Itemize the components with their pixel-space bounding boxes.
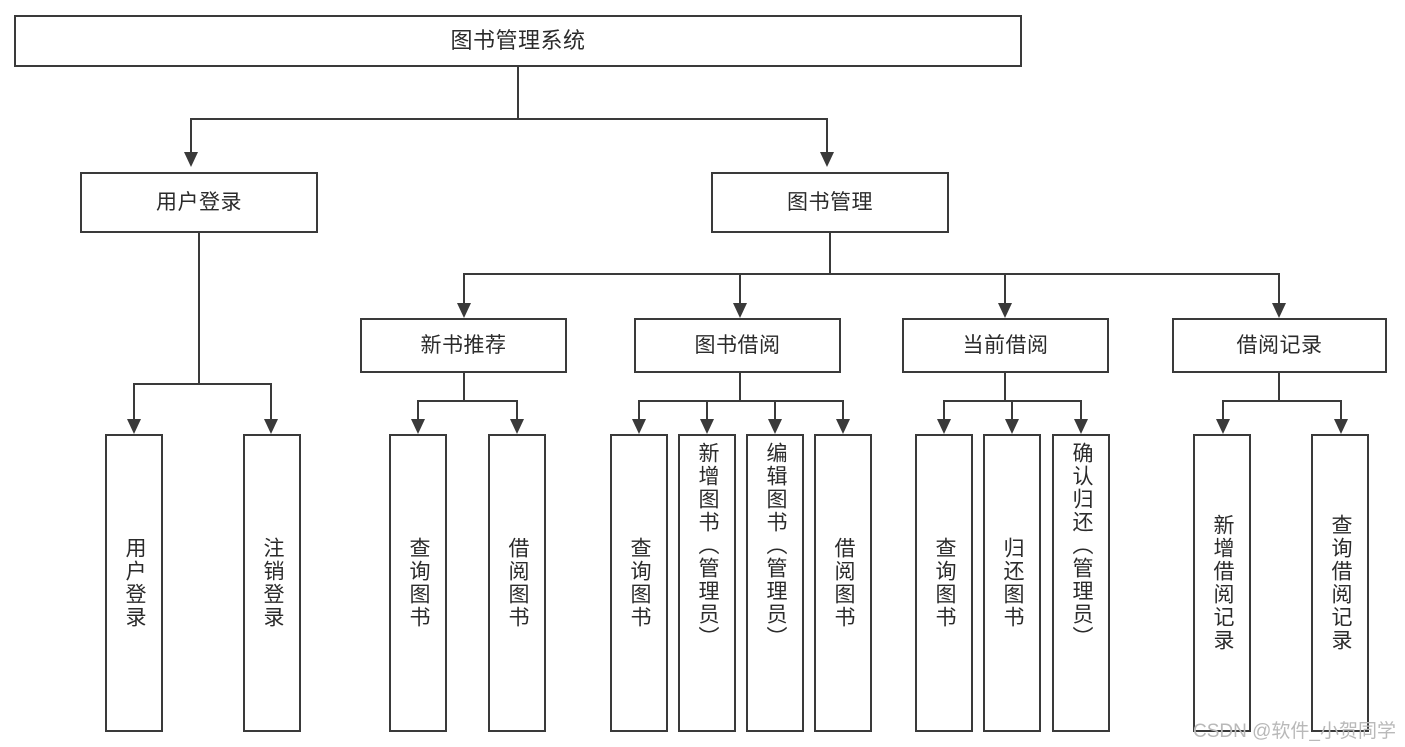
node-label: 图书借阅 xyxy=(694,333,781,357)
arrowhead-leaf-borrow-book-1 xyxy=(510,419,524,434)
arrowhead-book-management xyxy=(820,152,834,167)
node-label: 当前借阅 xyxy=(962,333,1049,357)
connector-drop-leaf-logout-login xyxy=(270,383,272,421)
node-label: 查询图书 xyxy=(933,537,957,629)
connector-drop-leaf-query-book-2 xyxy=(638,400,640,421)
node-leaf-logout-login[interactable]: 注销登录 xyxy=(243,434,301,732)
node-leaf-confirm-return[interactable]: 确认归还（管理员） xyxy=(1052,434,1110,732)
arrowhead-leaf-add-book xyxy=(700,419,714,434)
node-leaf-borrow-book-2[interactable]: 借阅图书 xyxy=(814,434,872,732)
node-label: 图书管理系统 xyxy=(450,27,586,53)
connector-drop-new-book-recommend xyxy=(463,273,465,305)
arrowhead-leaf-add-record xyxy=(1216,419,1230,434)
arrowhead-current-borrow xyxy=(998,303,1012,318)
node-leaf-user-login[interactable]: 用户登录 xyxy=(105,434,163,732)
node-root-system[interactable]: 图书管理系统 xyxy=(14,15,1022,67)
connector-book-management-stem xyxy=(829,233,831,274)
connector-book-borrow-bus xyxy=(638,400,842,402)
arrowhead-leaf-return-book xyxy=(1005,419,1019,434)
connector-drop-leaf-query-book-3 xyxy=(943,400,945,421)
arrowhead-leaf-query-record xyxy=(1334,419,1348,434)
arrowhead-borrow-record xyxy=(1272,303,1286,318)
connector-drop-leaf-add-book xyxy=(706,400,708,421)
connector-borrow-record-stem xyxy=(1278,373,1280,401)
node-label: 借阅图书 xyxy=(832,537,856,629)
arrowhead-leaf-user-login xyxy=(127,419,141,434)
connector-drop-leaf-borrow-book-2 xyxy=(842,400,844,421)
connector-drop-user-login xyxy=(190,118,192,154)
connector-user-login-stem xyxy=(198,233,200,384)
node-label: 查询借阅记录 xyxy=(1329,514,1353,652)
node-label: 查询图书 xyxy=(407,537,431,629)
arrowhead-leaf-edit-book xyxy=(768,419,782,434)
arrowhead-leaf-logout-login xyxy=(264,419,278,434)
node-label: 确认归还（管理员） xyxy=(1070,442,1094,649)
connector-drop-leaf-add-record xyxy=(1222,400,1224,421)
node-leaf-add-record[interactable]: 新增借阅记录 xyxy=(1193,434,1251,732)
node-label: 编辑图书（管理员） xyxy=(764,442,788,649)
connector-drop-current-borrow xyxy=(1004,273,1006,305)
connector-drop-leaf-confirm-return xyxy=(1080,400,1082,421)
node-current-borrow[interactable]: 当前借阅 xyxy=(902,318,1109,373)
node-leaf-borrow-book-1[interactable]: 借阅图书 xyxy=(488,434,546,732)
arrowhead-leaf-query-book-2 xyxy=(632,419,646,434)
node-label: 图书管理 xyxy=(787,190,873,214)
connector-drop-leaf-query-record xyxy=(1340,400,1342,421)
arrowhead-leaf-query-book-3 xyxy=(937,419,951,434)
arrowhead-leaf-query-book-1 xyxy=(411,419,425,434)
connector-drop-leaf-borrow-book-1 xyxy=(516,400,518,421)
node-leaf-query-book-2[interactable]: 查询图书 xyxy=(610,434,668,732)
node-leaf-return-book[interactable]: 归还图书 xyxy=(983,434,1041,732)
arrowhead-new-book-recommend xyxy=(457,303,471,318)
connector-new-book-recommend-bus xyxy=(417,400,516,402)
connector-borrow-record-bus xyxy=(1222,400,1340,402)
connector-drop-leaf-return-book xyxy=(1011,400,1013,421)
connector-drop-borrow-record xyxy=(1278,273,1280,305)
connector-book-borrow-stem xyxy=(739,373,741,401)
connector-root-stem xyxy=(517,67,519,119)
node-label: 新增图书（管理员） xyxy=(696,442,720,649)
node-leaf-edit-book[interactable]: 编辑图书（管理员） xyxy=(746,434,804,732)
connector-user-login-bus xyxy=(133,383,270,385)
node-borrow-record[interactable]: 借阅记录 xyxy=(1172,318,1387,373)
connector-current-borrow-stem xyxy=(1004,373,1006,401)
arrowhead-leaf-borrow-book-2 xyxy=(836,419,850,434)
node-user-login[interactable]: 用户登录 xyxy=(80,172,318,233)
node-label: 借阅图书 xyxy=(506,537,530,629)
node-book-management[interactable]: 图书管理 xyxy=(711,172,949,233)
node-leaf-query-record[interactable]: 查询借阅记录 xyxy=(1311,434,1369,732)
node-leaf-query-book-3[interactable]: 查询图书 xyxy=(915,434,973,732)
node-leaf-query-book-1[interactable]: 查询图书 xyxy=(389,434,447,732)
connector-root-bus xyxy=(190,118,826,120)
node-label: 新书推荐 xyxy=(420,333,507,357)
connector-drop-book-borrow xyxy=(739,273,741,305)
node-new-book-recommend[interactable]: 新书推荐 xyxy=(360,318,567,373)
node-label: 查询图书 xyxy=(628,537,652,629)
connector-drop-leaf-query-book-1 xyxy=(417,400,419,421)
connector-book-management-bus xyxy=(463,273,1280,275)
connector-drop-leaf-edit-book xyxy=(774,400,776,421)
connector-drop-leaf-user-login xyxy=(133,383,135,421)
connector-drop-book-management xyxy=(826,118,828,154)
node-label: 用户登录 xyxy=(156,190,242,214)
node-label: 用户登录 xyxy=(123,537,147,629)
connector-new-book-recommend-stem xyxy=(463,373,465,401)
arrowhead-leaf-confirm-return xyxy=(1074,419,1088,434)
node-label: 注销登录 xyxy=(261,537,285,629)
node-book-borrow[interactable]: 图书借阅 xyxy=(634,318,841,373)
arrowhead-user-login xyxy=(184,152,198,167)
node-label: 新增借阅记录 xyxy=(1211,514,1235,652)
node-label: 归还图书 xyxy=(1001,537,1025,629)
node-label: 借阅记录 xyxy=(1236,333,1323,357)
arrowhead-book-borrow xyxy=(733,303,747,318)
node-leaf-add-book[interactable]: 新增图书（管理员） xyxy=(678,434,736,732)
